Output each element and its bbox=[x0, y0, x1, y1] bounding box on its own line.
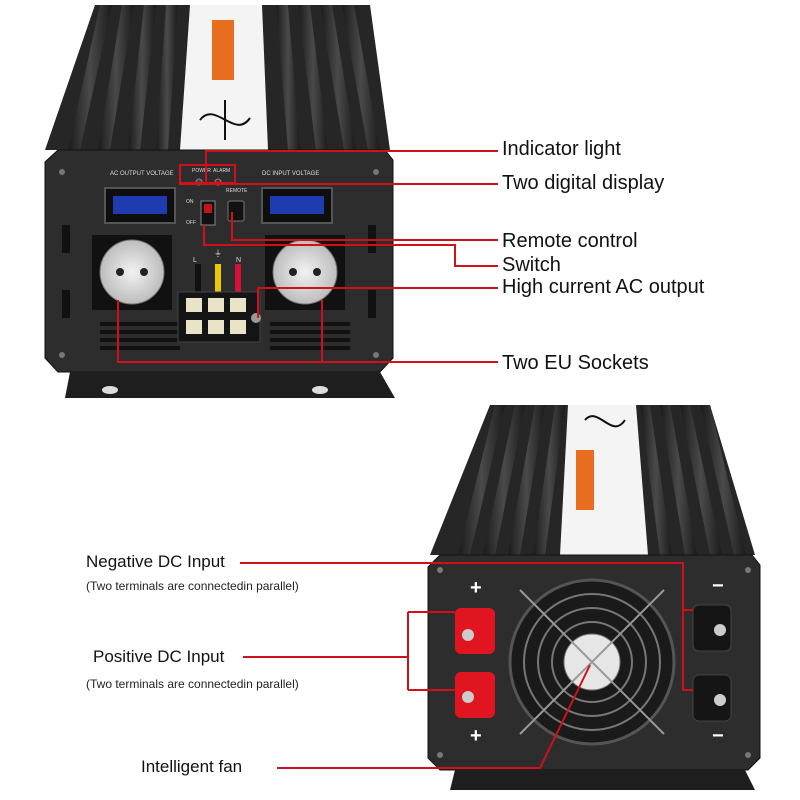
rear-heatsink-fins bbox=[458, 405, 746, 555]
callout-intelligent-fan: Intelligent fan bbox=[141, 757, 243, 776]
callout-switch: Switch bbox=[502, 254, 561, 276]
terminal-l-label: L bbox=[193, 257, 197, 264]
ac-output-terminal-block[interactable]: L ⏚ N bbox=[177, 249, 261, 343]
vent-slots bbox=[62, 225, 376, 350]
callout-remote-control: Remote control bbox=[502, 230, 638, 252]
callout-positive-dc-input: Positive DC Input bbox=[93, 647, 225, 666]
on-label: ON bbox=[186, 199, 194, 205]
positive-dc-terminal-top[interactable] bbox=[455, 608, 495, 654]
callout-negative-dc-note: (Two terminals are connectedin parallel) bbox=[86, 579, 299, 593]
heatsink-fins bbox=[68, 5, 380, 150]
callout-lines bbox=[117, 150, 693, 769]
cooling-fan bbox=[508, 578, 676, 746]
callout-negative-dc-input: Negative DC Input bbox=[86, 552, 225, 571]
rear-label-band bbox=[560, 405, 648, 555]
mounting-base bbox=[65, 372, 395, 398]
callout-two-eu-sockets: Two EU Sockets bbox=[502, 352, 649, 374]
eu-socket-left[interactable] bbox=[92, 235, 172, 310]
ac-output-voltage-label: AC OUTPUT VOLTAGE bbox=[110, 171, 174, 177]
minus-sign-bottom: − bbox=[712, 725, 724, 747]
plus-sign-bottom: + bbox=[470, 725, 482, 747]
off-label: OFF bbox=[186, 220, 196, 226]
minus-sign-top: − bbox=[712, 575, 724, 597]
alarm-label: ALARM bbox=[213, 168, 230, 174]
rear-mounting-base bbox=[450, 770, 755, 790]
remote-control-port[interactable] bbox=[227, 200, 245, 222]
terminal-n-label: N bbox=[236, 257, 241, 264]
callout-positive-dc-note: (Two terminals are connectedin parallel) bbox=[86, 677, 299, 691]
terminal-ground-label: ⏚ bbox=[214, 249, 222, 258]
negative-dc-terminal-top[interactable] bbox=[692, 604, 732, 652]
negative-dc-terminal-bottom[interactable] bbox=[692, 674, 732, 722]
positive-dc-terminal-bottom[interactable] bbox=[455, 672, 495, 718]
callout-two-digital-display: Two digital display bbox=[502, 172, 665, 194]
eu-socket-right[interactable] bbox=[265, 235, 345, 310]
plus-sign-top: + bbox=[470, 577, 482, 599]
dc-input-voltage-label: DC INPUT VOLTAGE bbox=[262, 171, 319, 177]
callout-indicator-light: Indicator light bbox=[502, 138, 621, 160]
callout-high-current-ac-output: High current AC output bbox=[502, 276, 705, 298]
remote-label: REMOTE bbox=[226, 188, 248, 194]
power-label: POWER bbox=[192, 168, 211, 174]
